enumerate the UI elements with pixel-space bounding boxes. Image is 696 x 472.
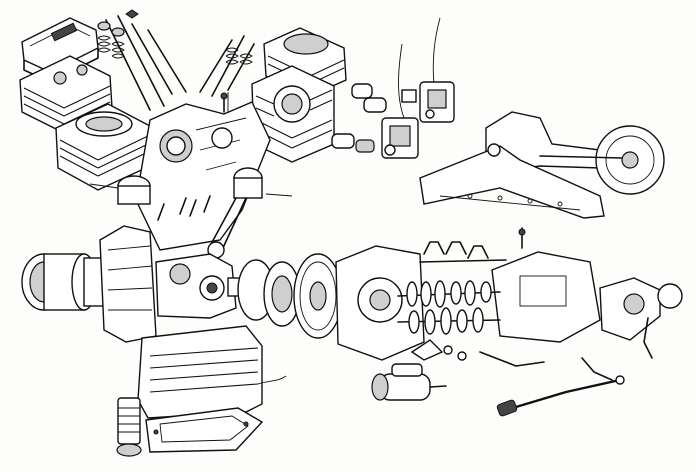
gearbox-housing [335,245,683,361]
cylinder-barrel-right [251,65,335,163]
crankshaft [99,225,245,343]
clutch-flywheel [237,253,343,339]
pistons-conrods [89,167,293,259]
alternator [21,253,113,311]
frame-cradle [419,111,665,219]
kick-lever [496,375,625,417]
oil-filter [116,397,142,457]
valve-train-left [97,9,187,111]
valve-train-right [199,35,255,113]
gearbox-shafts [397,280,501,335]
carburetor [381,17,455,159]
intake-manifold [227,83,387,153]
starter-motor [371,363,447,401]
gear-linkage [410,317,653,381]
oil-sump [137,325,287,453]
crankcase-v-block [135,101,271,251]
selector-forks [419,227,526,263]
valve-cover-left [21,17,99,83]
fasteners [157,195,211,221]
